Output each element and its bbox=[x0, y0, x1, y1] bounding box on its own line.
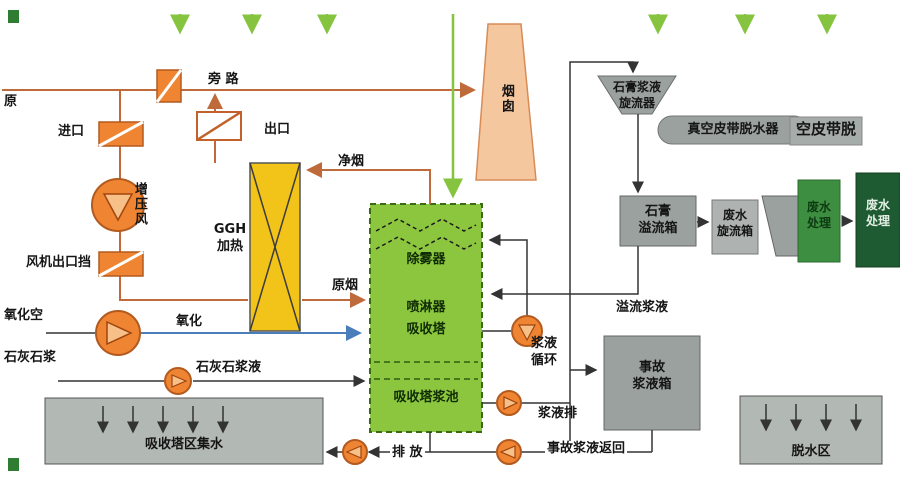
booster-fan bbox=[91, 178, 145, 232]
gypsum-cyclone-vessel bbox=[597, 75, 677, 115]
label-absorber-pool: 吸收塔浆池 bbox=[393, 390, 459, 405]
label-belt-overlap: 空皮带脱 bbox=[795, 120, 856, 138]
label-limestone-slurry-line: 石灰石浆液 bbox=[196, 360, 262, 375]
label-wastewater-treatment-2: 废水 处理 bbox=[865, 198, 890, 228]
label-limestone-slurry: 石灰石浆 bbox=[4, 350, 57, 365]
return-pump bbox=[496, 439, 522, 465]
label-fan-outlet-damper: 风机出口挡 bbox=[26, 255, 92, 270]
label-clean-flue: 净烟 bbox=[338, 154, 365, 169]
label-oxidation: 氧化 bbox=[176, 314, 203, 329]
oxidation-fan bbox=[95, 310, 141, 356]
raw-gas-main-line bbox=[2, 82, 476, 308]
limestone-pump bbox=[164, 367, 192, 395]
label-inlet: 进口 bbox=[58, 124, 85, 139]
dewatering-chain-arrows bbox=[697, 215, 854, 228]
label-raw-flue: 原烟 bbox=[332, 278, 359, 293]
bypass-damper bbox=[155, 69, 183, 103]
label-gypsum-overflow-tank: 石膏 溢流箱 bbox=[638, 204, 678, 236]
label-vacuum-belt: 真空皮带脱水器 bbox=[687, 122, 779, 137]
fan-outlet-damper bbox=[98, 250, 144, 278]
inlet-damper bbox=[98, 120, 144, 148]
label-sprayer: 喷淋器 bbox=[406, 300, 446, 315]
label-emergency-return: 事故浆液返回 bbox=[545, 441, 628, 458]
top-air-arrows bbox=[170, 14, 837, 199]
outlet-damper bbox=[196, 110, 242, 142]
chimney-stack bbox=[475, 23, 537, 181]
label-chimney: 烟囱 bbox=[498, 84, 514, 114]
belt-overlap-box bbox=[789, 116, 863, 146]
label-gypsum-cyclone: 石膏浆液 旋流器 bbox=[612, 80, 661, 110]
label-bypass: 旁 路 bbox=[208, 72, 239, 87]
label-absorber: 吸收塔 bbox=[406, 322, 446, 337]
label-wastewater-cyclone: 废水 旋流箱 bbox=[716, 208, 753, 238]
drain-pump bbox=[342, 439, 368, 465]
wastewater-treatment-dark-box bbox=[855, 172, 900, 268]
wastewater-treatment-box bbox=[797, 179, 841, 263]
label-slurry-discharge: 浆液排 bbox=[538, 406, 578, 421]
dewatering-box-arrows bbox=[760, 404, 862, 432]
label-outlet: 出口 bbox=[264, 122, 291, 137]
ggh-heater bbox=[249, 162, 301, 332]
label-emergency-tank: 事故 浆液箱 bbox=[632, 360, 672, 392]
slurry-circulation-line bbox=[482, 234, 528, 332]
clean-gas-line bbox=[215, 95, 431, 204]
collection-box-arrows bbox=[97, 406, 229, 434]
circulation-pump bbox=[511, 315, 543, 347]
label-booster-fan: 增压风 bbox=[131, 182, 147, 227]
label-collection-area: 吸收塔区集水 bbox=[144, 437, 223, 452]
label-slurry-circulation: 浆液 循环 bbox=[530, 336, 557, 368]
corner-marker bbox=[8, 458, 19, 471]
label-discharge: 排 放 bbox=[390, 445, 425, 462]
label-wastewater-treatment: 废水 处理 bbox=[806, 200, 831, 230]
overflow-slurry-line bbox=[490, 114, 644, 300]
collection-pit-box bbox=[44, 397, 324, 465]
absorber-tower bbox=[369, 203, 483, 433]
corner-marker bbox=[8, 10, 19, 23]
gypsum-overflow-tank-box bbox=[619, 195, 697, 247]
label-raw-gas: 原 bbox=[4, 94, 18, 109]
label-oxidation-air: 氧化空 bbox=[4, 308, 44, 323]
label-demister: 除雾器 bbox=[406, 252, 446, 267]
emergency-slurry-tank-box bbox=[603, 335, 701, 431]
discharge-pump bbox=[496, 390, 522, 416]
label-overflow-slurry: 溢流浆液 bbox=[616, 300, 669, 315]
wastewater-cyclone-box bbox=[711, 199, 759, 255]
label-dewatering-area: 脱水区 bbox=[791, 444, 831, 459]
label-ggh: GGH 加热 bbox=[213, 222, 247, 254]
